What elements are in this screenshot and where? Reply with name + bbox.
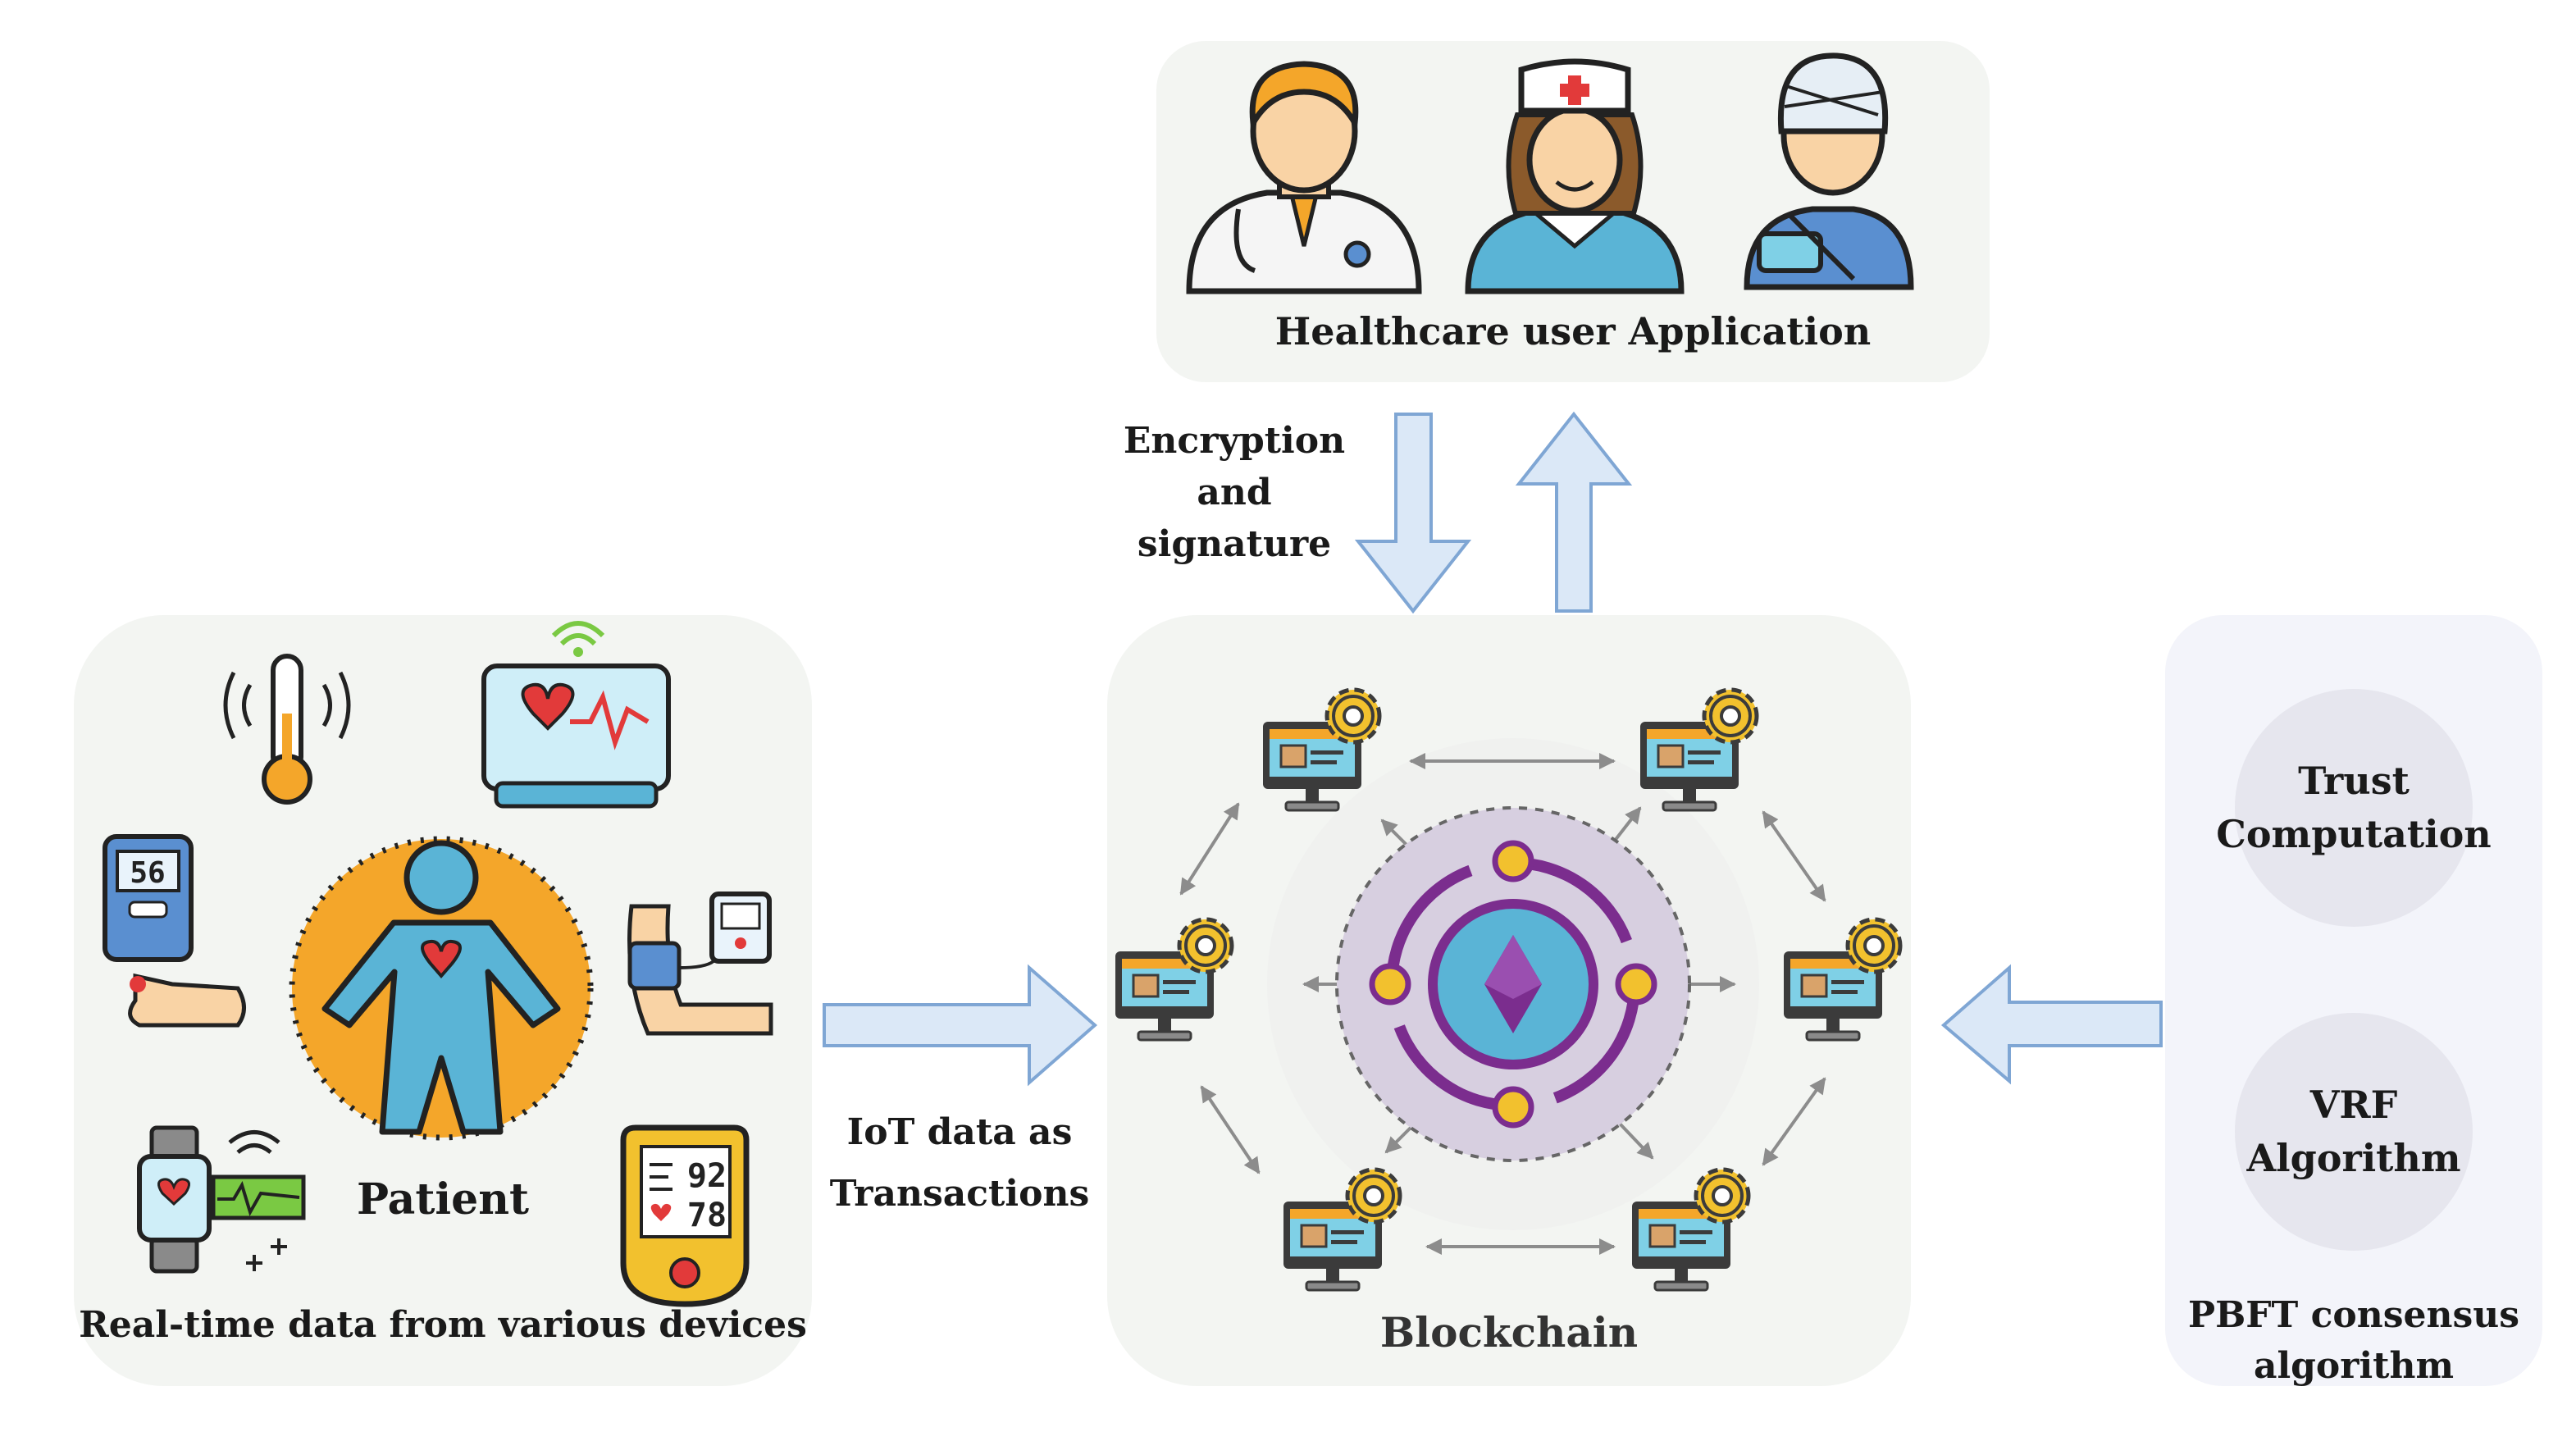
iot-data-arrow xyxy=(823,964,1098,1087)
down-arrow xyxy=(1354,413,1472,614)
blockchain-label: Blockchain xyxy=(1380,1308,1638,1357)
nurse-icon xyxy=(1465,58,1685,294)
computer-node-right-icon xyxy=(1784,919,1900,1040)
vrf-label-line1: VRF xyxy=(2309,1083,2398,1127)
healthcare-label: Healthcare user Application xyxy=(1275,309,1872,353)
pbft-label-line1: PBFT consensus xyxy=(2188,1294,2519,1336)
connection-arrows xyxy=(1179,753,1826,1255)
glucose-meter-icon: 56 xyxy=(103,834,246,1028)
oximeter-reading-2: 78 xyxy=(687,1197,727,1234)
trust-label-line2: Computation xyxy=(2216,812,2491,856)
patient-bandaged-icon xyxy=(1744,52,1914,290)
iot-label-line1: IoT data as xyxy=(847,1111,1073,1153)
patient-label: Patient xyxy=(357,1174,529,1224)
computer-node-bottom-left-icon xyxy=(1283,1170,1400,1290)
trust-label-line1: Trust xyxy=(2298,759,2410,803)
oximeter-icon: 92 78 xyxy=(620,1124,750,1307)
glucose-reading: 56 xyxy=(130,856,165,890)
doctor-icon xyxy=(1186,61,1422,294)
encryption-label-line3: signature xyxy=(1138,523,1331,565)
encryption-label-line2: and xyxy=(1197,472,1271,513)
smartwatch-icon xyxy=(137,1125,306,1274)
trust-computation-circle xyxy=(2235,689,2473,927)
iot-label-line2: Transactions xyxy=(830,1173,1089,1215)
oximeter-reading-1: 92 xyxy=(687,1157,727,1195)
consensus-arrow xyxy=(1940,964,2163,1085)
pbft-label-line2: algorithm xyxy=(2254,1345,2454,1387)
vrf-algorithm-circle xyxy=(2235,1013,2473,1251)
heart-monitor-icon xyxy=(481,621,671,809)
vrf-label-line2: Algorithm xyxy=(2245,1136,2460,1180)
blood-pressure-cuff-icon xyxy=(627,892,773,1036)
encryption-label-line1: Encryption xyxy=(1124,420,1345,462)
thermometer-icon xyxy=(223,654,351,805)
patient-panel-caption: Real-time data from various devices xyxy=(79,1304,807,1346)
up-arrow xyxy=(1515,411,1633,613)
computer-node-left-icon xyxy=(1115,919,1232,1040)
blockchain-core-icon xyxy=(1335,806,1691,1162)
patient-figure-icon xyxy=(289,836,594,1141)
